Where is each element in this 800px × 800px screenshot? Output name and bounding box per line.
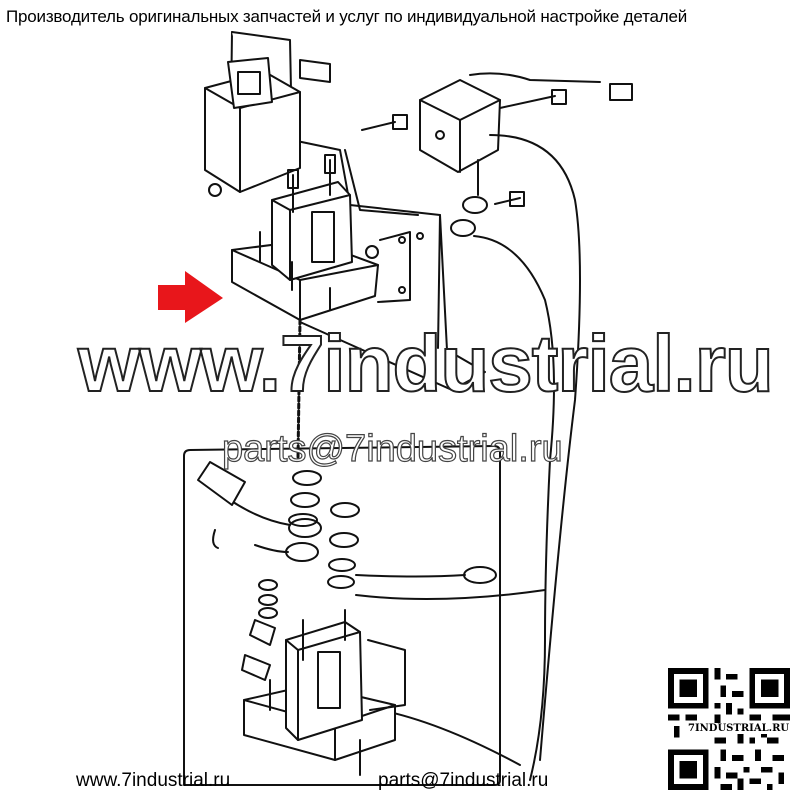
red-arrow-icon — [158, 271, 223, 323]
inset-solenoid — [243, 609, 406, 776]
detail-frame — [183, 445, 501, 786]
inset-terminals — [197, 461, 546, 766]
footer-website-link[interactable]: www.7industrial.ru — [76, 770, 231, 791]
watermark-email: parts@7industrial.ru — [221, 427, 563, 470]
filter-block — [419, 72, 633, 196]
relay-module — [204, 57, 301, 197]
watermark-site: www.7industrial.ru — [77, 318, 775, 409]
ring-terminals-upper — [450, 134, 581, 781]
qr-code-label: 7INDUSTRIAL.RU — [686, 723, 792, 734]
leader-line — [296, 318, 302, 460]
footer-email-link[interactable]: parts@7industrial.ru — [378, 770, 549, 791]
washer-stack-left — [288, 470, 322, 527]
page-header: Производитель оригинальных запчастей и у… — [6, 7, 688, 26]
washer-stack-right — [327, 502, 360, 589]
bolts — [361, 89, 567, 259]
upper-solenoid — [231, 154, 379, 321]
